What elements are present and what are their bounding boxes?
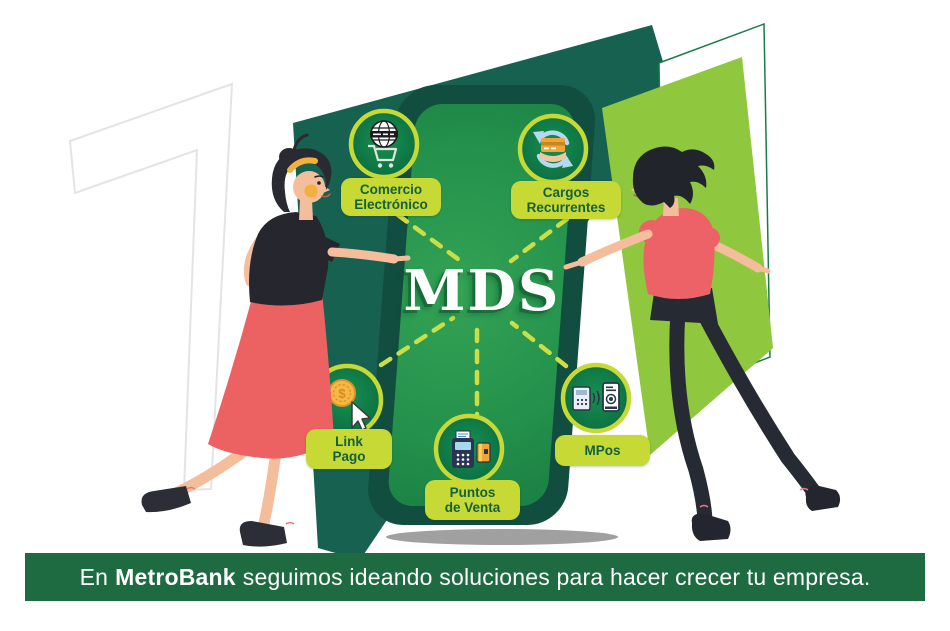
left-person-illustration — [141, 133, 411, 547]
background-outline-shape — [68, 82, 234, 492]
right-person-illustration — [563, 146, 841, 541]
connector-line — [508, 216, 570, 264]
pos-terminal-card-icon — [433, 413, 505, 485]
connector-line — [395, 212, 461, 262]
globe-shopping-cart-icon — [348, 108, 420, 180]
recurring-card-payment-icon — [517, 113, 589, 185]
terminal-smartphone-icon — [560, 362, 632, 434]
connector-line — [509, 320, 569, 369]
connector-lines — [378, 212, 570, 431]
phone-shadow — [386, 529, 618, 545]
connector-line — [378, 315, 456, 368]
dollar-glyph: $ — [338, 386, 346, 401]
